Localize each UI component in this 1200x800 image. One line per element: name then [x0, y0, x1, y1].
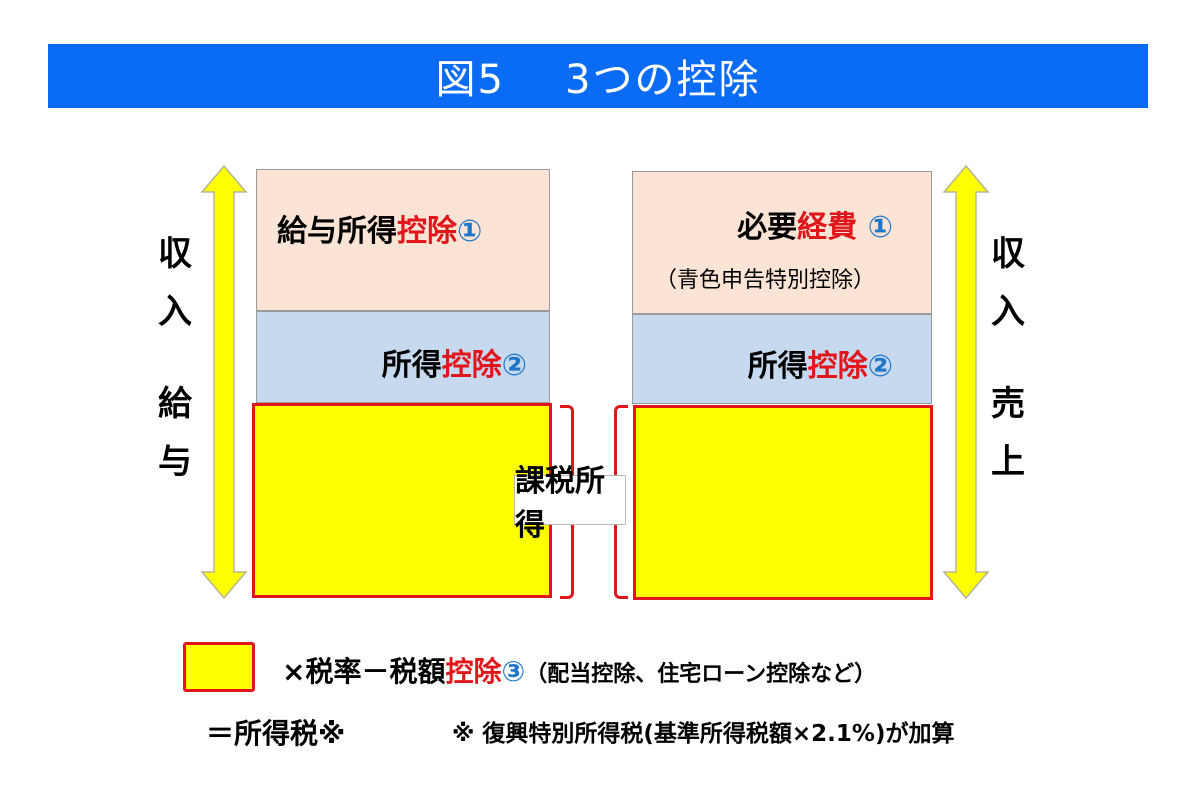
formula-line-1: ×税率－税額控除③（配当控除、住宅ローン控除など）: [282, 655, 877, 688]
circled-number-2: ②: [501, 348, 527, 383]
figure-number: 図5: [435, 57, 505, 103]
right-double-arrow-icon: [942, 164, 990, 600]
circled-number-1: ①: [457, 214, 483, 249]
title-bar: 図5 3つの控除: [48, 44, 1148, 108]
left-income-deduction-box: 所得控除②: [256, 311, 550, 403]
right-income-deduction-box: 所得控除②: [632, 314, 932, 404]
circled-number-3: ③: [501, 655, 526, 688]
left-label-salary: 給 与: [158, 384, 192, 482]
income-deduction-label: 所得控除②: [747, 349, 893, 384]
necessary-expenses-label: 必要経費 ①: [737, 210, 893, 245]
income-deduction-label: 所得控除②: [381, 348, 527, 383]
right-taxable-income-box: [633, 405, 933, 600]
formula-result-income-tax: ＝所得税※: [206, 717, 346, 750]
reconstruction-tax-note: ※ 復興特別所得税(基準所得税額×2.1%)が加算: [452, 721, 955, 747]
right-label-income: 収 入: [991, 234, 1025, 332]
figure-title: 3つの控除: [565, 57, 761, 103]
salary-income-deduction-label: 給与所得控除①: [277, 214, 483, 249]
left-label-income: 収 入: [158, 234, 192, 332]
right-necessary-expenses-box: 必要経費 ① （青色申告特別控除）: [632, 171, 932, 314]
left-salary-income-deduction-box: 給与所得控除①: [256, 169, 550, 311]
blue-return-special-deduction-label: （青色申告特別控除）: [655, 268, 876, 293]
taxable-income-label: 課税所得: [514, 464, 626, 543]
circled-number-2: ②: [867, 349, 893, 384]
left-taxable-income-box: [252, 403, 552, 598]
right-label-sales: 売 上: [991, 384, 1025, 482]
left-double-arrow-icon: [200, 164, 248, 600]
legend-taxable-swatch: [183, 642, 255, 692]
tax-credit-examples: （配当控除、住宅ローン控除など）: [525, 662, 877, 687]
circled-number-1: ①: [867, 210, 893, 245]
